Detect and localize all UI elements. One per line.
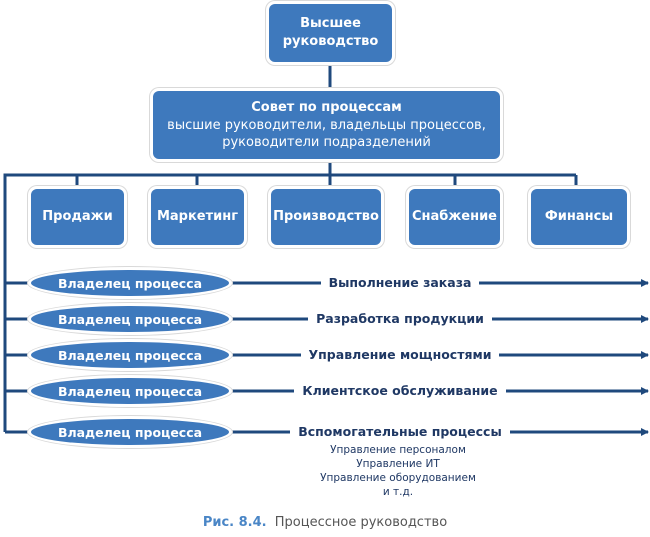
process-council-members-line2: руководители подразделений (222, 135, 431, 150)
department-label: Продажи (42, 209, 113, 224)
process-owner-3: Владелец процесса (31, 342, 229, 368)
department-label: Снабжение (411, 209, 498, 224)
support-process-item: и т.д. (382, 486, 414, 498)
process-owner-label: Владелец процесса (57, 347, 203, 363)
department-production: Производство (271, 189, 381, 245)
process-owner-label: Владелец процесса (57, 275, 203, 291)
process-name: Вспомогательные процессы (290, 424, 510, 439)
process-council-title: Совет по процессам (251, 100, 402, 115)
top-management-line2: руководство (282, 34, 379, 49)
process-owner-label: Владелец процесса (57, 311, 203, 327)
department-label: Маркетинг (156, 209, 239, 224)
process-council-members-line1: высшие руководители, владельцы процессов… (167, 118, 486, 133)
process-label-support-processes: Вспомогательные процессы (232, 424, 568, 439)
top-management-line1: Высшее (300, 16, 361, 31)
process-label-capacity-management: Управление мощностями (232, 347, 568, 362)
support-process-item: Управление персоналом (330, 444, 466, 456)
support-process-item: Управление ИТ (356, 458, 440, 470)
department-supply: Снабжение (409, 189, 500, 245)
process-name: Выполнение заказа (320, 275, 480, 290)
process-owner-label: Владелец процесса (57, 383, 203, 399)
process-name: Управление мощностями (300, 347, 500, 362)
figure-number: Рис. 8.4. (202, 515, 267, 530)
process-owner-label: Владелец процесса (57, 424, 203, 440)
process-label-product-development: Разработка продукции (232, 311, 568, 326)
department-label: Финансы (544, 209, 614, 224)
support-process-item: Управление оборудованием (320, 472, 476, 484)
department-label: Производство (273, 209, 379, 224)
department-marketing: Маркетинг (151, 189, 244, 245)
support-process-list: Управление персоналом Управление ИТ Упра… (300, 443, 496, 499)
process-owner-4: Владелец процесса (31, 378, 229, 404)
process-label-customer-service: Клиентское обслуживание (232, 383, 568, 398)
process-owner-2: Владелец процесса (31, 306, 229, 332)
figure-caption: Рис. 8.4. Процессное руководство (0, 515, 650, 530)
department-sales: Продажи (31, 189, 124, 245)
process-label-order-fulfillment: Выполнение заказа (232, 275, 568, 290)
department-finance: Финансы (531, 189, 627, 245)
process-council-box: Совет по процессам высшие руководители, … (153, 91, 500, 159)
process-name: Клиентское обслуживание (294, 383, 506, 398)
figure-title: Процессное руководство (274, 515, 448, 530)
process-name: Разработка продукции (308, 311, 492, 326)
top-management-box: Высшее руководство (269, 4, 392, 62)
department-bus (3, 173, 576, 432)
process-owner-1: Владелец процесса (31, 270, 229, 296)
process-owner-5: Владелец процесса (31, 419, 229, 445)
